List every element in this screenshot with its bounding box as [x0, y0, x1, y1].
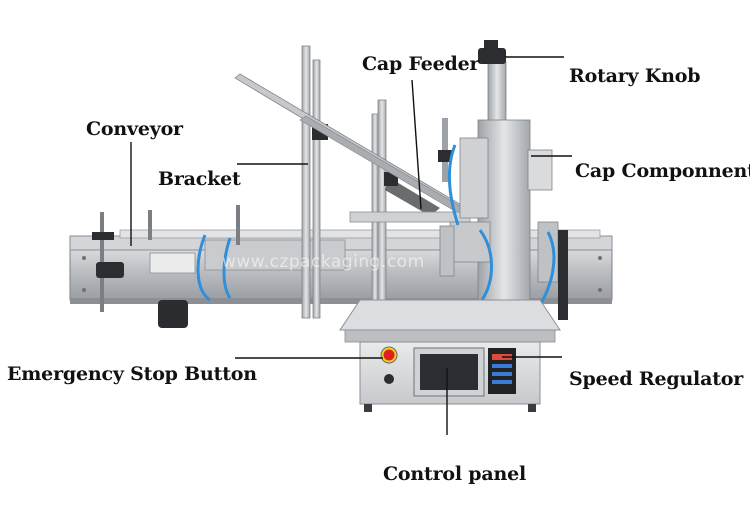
conveyor-body [69, 205, 613, 328]
label-speed-regulator: Speed Regulator [569, 368, 744, 390]
label-bracket: Bracket [158, 168, 241, 190]
mode-switch[interactable] [384, 374, 394, 384]
leader-lines [130, 56, 572, 435]
label-cap-component: Cap Componnent [575, 160, 750, 182]
cap-feeder-chute [234, 73, 471, 223]
cap-head-assembly [438, 40, 568, 320]
label-control-panel: Control panel [383, 463, 527, 485]
leader-cap-feeder [411, 79, 422, 210]
pneumatic-tubing [196, 144, 556, 306]
control-cabinet [339, 299, 561, 412]
label-conveyor: Conveyor [86, 118, 183, 140]
label-emergency-stop: Emergency Stop Button [7, 363, 257, 385]
watermark: www.czpackaging.com [222, 252, 425, 272]
label-rotary-knob: Rotary Knob [569, 65, 701, 87]
label-cap-feeder: Cap Feeder [362, 53, 480, 75]
emergency-stop-button[interactable] [380, 346, 398, 364]
